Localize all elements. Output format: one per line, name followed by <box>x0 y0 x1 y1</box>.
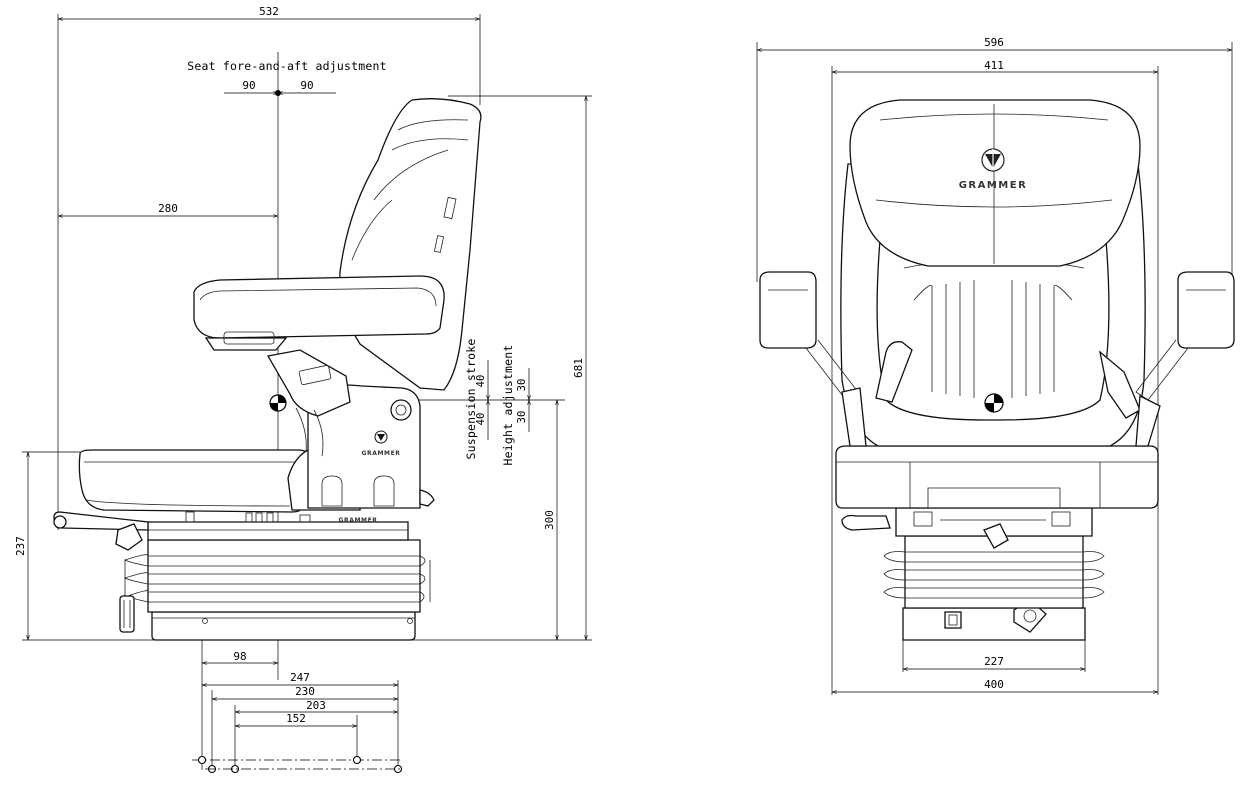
grammer-logo-side: GRAMMER <box>361 430 400 457</box>
overall-depth-label: 532 <box>259 5 279 18</box>
backrest-width-label: 411 <box>984 59 1004 72</box>
fore-aft-back-label: 90 <box>242 79 255 92</box>
front-extension-lines <box>756 42 1233 695</box>
center-of-gravity-marker-side <box>269 394 287 412</box>
mount-247-label: 247 <box>290 671 310 684</box>
seat-side-drawing: GRAMMER <box>53 98 482 641</box>
overall-width-label: 596 <box>984 36 1004 49</box>
front-brand-label: GRAMMER <box>959 180 1028 191</box>
height-caption: Height adjustment <box>501 344 515 465</box>
seat-height-label: 300 <box>543 510 556 530</box>
reference-to-front-label: 280 <box>158 202 178 215</box>
suspension-caption: Suspension stroke <box>464 338 478 459</box>
fore-aft-forward-label: 90 <box>300 79 313 92</box>
grammer-logo-front: GRAMMER <box>959 148 1028 191</box>
mount-203-label: 203 <box>306 699 326 712</box>
mounting-holes <box>197 755 403 774</box>
suspension-down-label: 40 <box>475 413 487 426</box>
fore-aft-caption: Seat fore-and-aft adjustment <box>187 59 386 73</box>
base-width-label: 400 <box>984 678 1004 691</box>
mount-152-label: 152 <box>286 712 306 725</box>
seat-front-drawing: GRAMMER <box>759 99 1235 641</box>
side-view: GRAMMER <box>14 5 592 774</box>
center-of-gravity-marker-front <box>984 393 1004 413</box>
height-down-label: 30 <box>516 411 528 424</box>
mount-width-label: 227 <box>984 655 1004 668</box>
mount-230-label: 230 <box>295 685 315 698</box>
reference-offset-label: 98 <box>233 650 246 663</box>
side-dimension-lines <box>28 19 586 726</box>
height-up-label: 30 <box>516 379 528 392</box>
cushion-height-label: 237 <box>14 536 27 556</box>
fore-aft-reference-dot <box>275 90 281 96</box>
front-view: GRAMMER 596 411 227 400 <box>756 36 1235 695</box>
suspension-up-label: 40 <box>475 375 487 388</box>
overall-height-label: 681 <box>572 358 585 378</box>
base-brand-label: GRAMMER <box>338 517 377 524</box>
front-dimension-lines <box>757 50 1232 692</box>
side-brand-label: GRAMMER <box>361 450 400 457</box>
